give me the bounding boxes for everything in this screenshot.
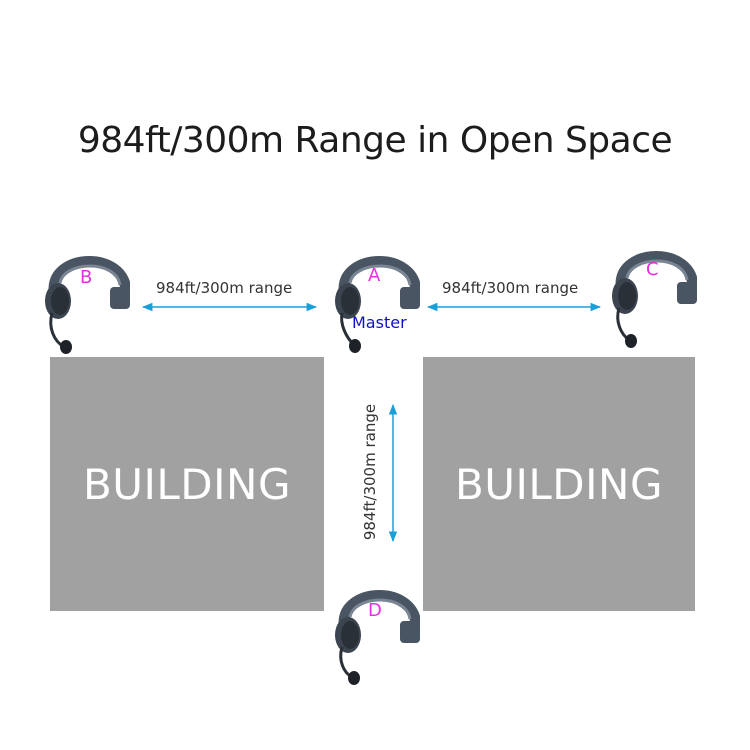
node-label-c: C <box>646 259 659 280</box>
building-right: BUILDING <box>423 357 695 611</box>
building-right-label: BUILDING <box>454 459 664 509</box>
headset-icon <box>45 256 130 354</box>
node-label-b: B <box>80 267 93 288</box>
headset-icon <box>335 590 420 685</box>
range-label-b-a: 984ft/300m range <box>156 279 293 297</box>
node-label-d: D <box>368 600 382 621</box>
headset-icon <box>335 256 420 353</box>
building-left-label: BUILDING <box>82 459 292 509</box>
range-label-a-c: 984ft/300m range <box>442 279 579 297</box>
master-label: Master <box>352 313 407 332</box>
diagram-title: 984ft/300m Range in Open Space <box>77 120 673 161</box>
headset-icon <box>612 251 697 348</box>
node-label-a: A <box>368 265 381 286</box>
range-label-a-d: 984ft/300m range <box>361 403 379 541</box>
building-left: BUILDING <box>50 357 324 611</box>
